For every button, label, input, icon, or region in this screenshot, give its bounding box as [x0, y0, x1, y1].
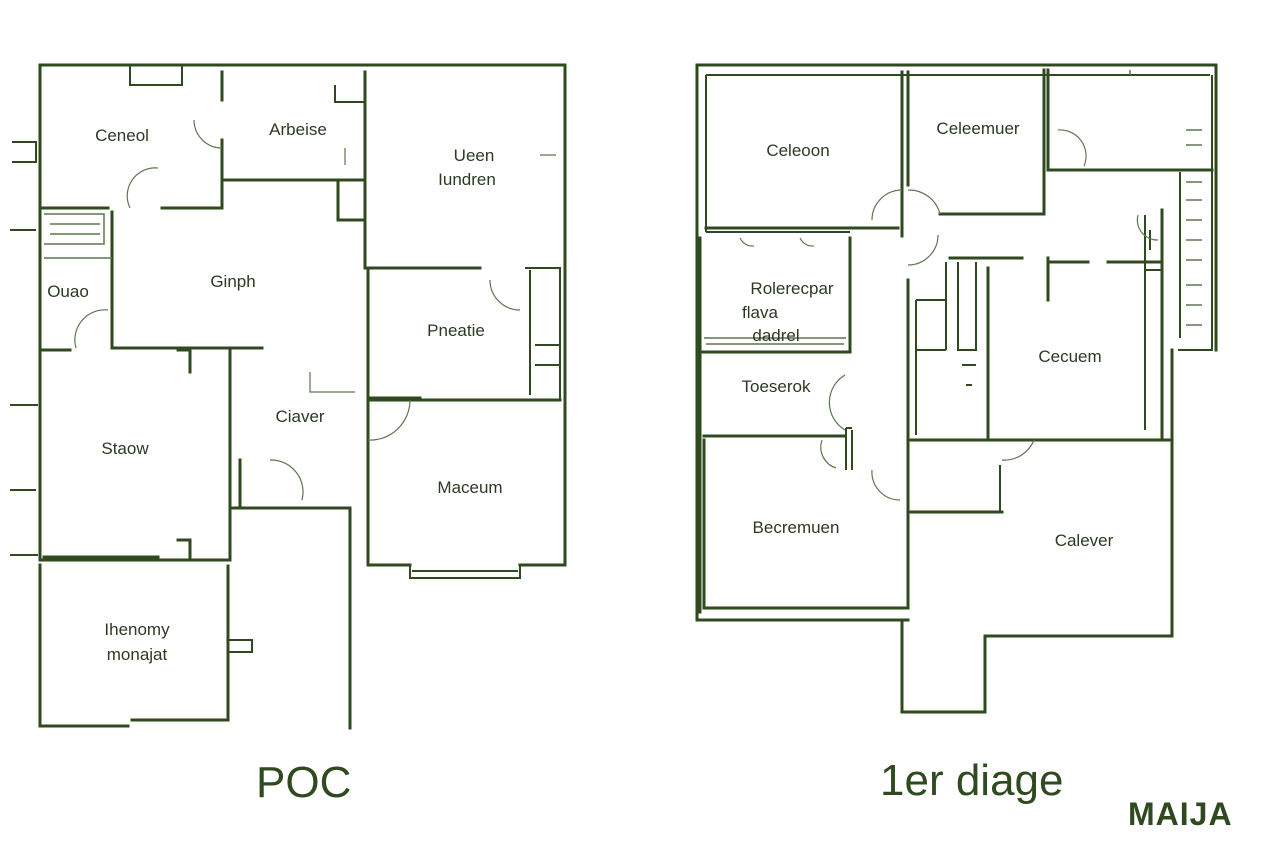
room-label: Ihenomy	[104, 620, 170, 639]
diage-door-arcs	[739, 129, 1159, 501]
room-label: Iundren	[438, 170, 496, 189]
room-label: monajat	[107, 645, 168, 664]
room-label: Ceneol	[95, 126, 149, 145]
room-label: Celeoon	[766, 141, 829, 160]
diage-exterior-inner	[705, 74, 1213, 351]
room-label: Celeemuer	[936, 119, 1019, 138]
room-label: Cecuem	[1038, 347, 1101, 366]
diage-interior-walls	[698, 68, 1214, 614]
poc-lower-wing-wall	[38, 563, 230, 728]
room-label: Ueen	[454, 146, 495, 165]
room-label: Becremuen	[753, 518, 840, 537]
poc-left-stubs	[10, 141, 38, 556]
room-label: Maceum	[437, 478, 502, 497]
room-label: Ciaver	[275, 407, 324, 426]
room-label: Rolerecpar	[750, 279, 833, 298]
brand-logo: MAIJA	[1128, 796, 1233, 832]
poc-bay-window	[409, 565, 521, 579]
diage-hall-detail	[845, 172, 1181, 512]
diage-exterior-wall	[695, 63, 1218, 714]
poc-closet-walls	[525, 267, 561, 400]
plan-title-1er-diage: 1er diage	[880, 756, 1064, 805]
room-label: Arbeise	[269, 120, 327, 139]
room-label: Pneatie	[427, 321, 485, 340]
poc-interior-walls	[38, 70, 562, 562]
plan-poc: Ceneol Arbeise Ueen Iundren Ginph Ouao P…	[10, 63, 567, 730]
room-label: Calever	[1055, 531, 1114, 550]
poc-lower-wing-stub	[228, 639, 253, 653]
poc-entry-notch	[129, 65, 365, 103]
plan-1er-diage: Celeoon Celeemuer Rolerecpar flava dadre…	[695, 63, 1218, 714]
room-label: Ouao	[47, 282, 89, 301]
room-label: Ginph	[210, 272, 255, 291]
poc-stair-detail	[44, 213, 112, 259]
room-label: flava	[742, 303, 778, 322]
room-label: dadrel	[752, 326, 799, 345]
diage-closet-lines	[704, 337, 846, 345]
room-label: Toeserok	[742, 377, 811, 396]
diage-stair-detail	[1129, 70, 1202, 326]
room-label: Staow	[101, 439, 149, 458]
poc-door-arcs	[74, 119, 556, 501]
plan-title-poc: POC	[256, 758, 352, 807]
